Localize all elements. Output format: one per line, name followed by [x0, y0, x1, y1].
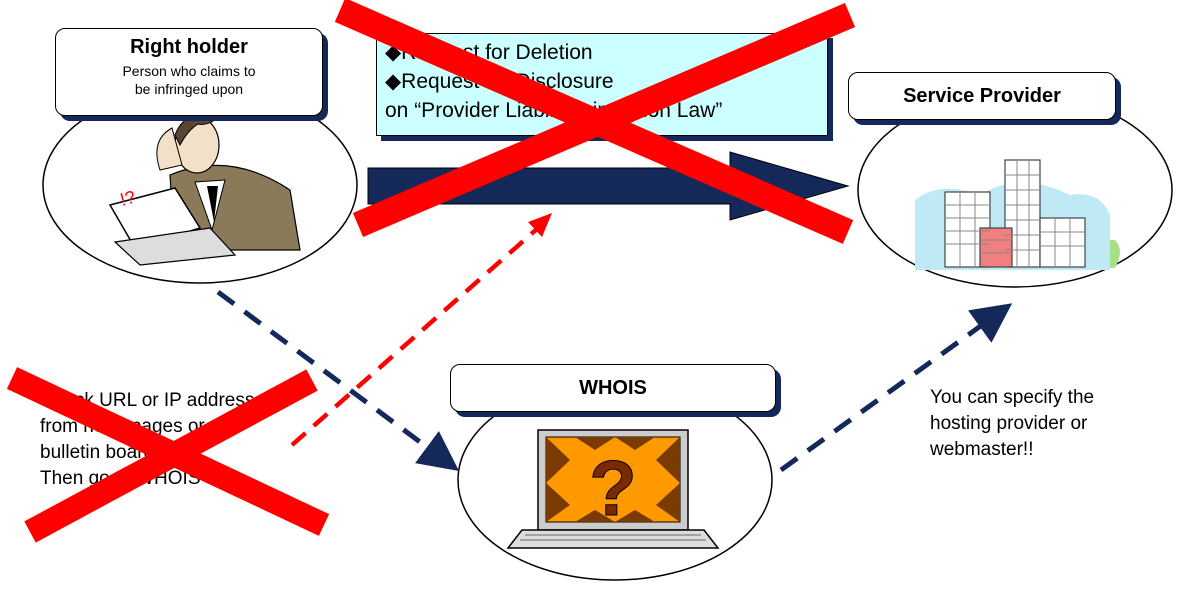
service-provider-title: Service Provider: [903, 85, 1061, 107]
right-holder-subtitle-line1: Person who claims to: [122, 63, 256, 79]
whois-title: WHOIS: [579, 377, 647, 399]
right-note-line1: You can specify the: [930, 387, 1095, 408]
arrow-whois-to-provider: [779, 303, 1013, 473]
arrow-holder-to-whois: [216, 289, 460, 471]
left-note-line3: bulletin boards.: [40, 442, 169, 463]
request-arrow: [367, 151, 850, 221]
person-at-laptop-illustration: !?: [108, 115, 301, 266]
right-note-line2: hosting provider or: [930, 413, 1088, 434]
right-note: You can specify the hosting provider or …: [930, 385, 1094, 463]
request-disclosure-line: ◆Request for Disclosure: [385, 70, 614, 93]
right-holder-label: Right holder Person who claims to be inf…: [55, 28, 323, 116]
left-note-line2: from homepages or: [40, 416, 205, 437]
buildings-icon: [915, 159, 1120, 270]
request-box: ◆Request for Deletion ◆Request for Discl…: [376, 33, 828, 136]
left-note-line4: Then go to WHOIS: [40, 468, 201, 489]
right-holder-subtitle-line2: be infringed upon: [134, 81, 244, 97]
right-note-line3: webmaster!!: [930, 439, 1034, 460]
whois-label: WHOIS: [450, 364, 776, 412]
right-holder-title: Right holder: [130, 36, 248, 58]
service-provider-label: Service Provider: [848, 72, 1116, 120]
left-note-line1: Check URL or IP address: [40, 390, 255, 411]
svg-text:!?: !?: [118, 187, 138, 210]
laptop-question-icon: ?: [506, 429, 720, 549]
svg-text:?: ?: [589, 444, 637, 532]
request-deletion-line: ◆Request for Deletion: [385, 41, 593, 64]
left-note: Check URL or IP address from homepages o…: [40, 388, 254, 492]
request-law-line: on “Provider Liability Limitation Law”: [385, 99, 723, 122]
